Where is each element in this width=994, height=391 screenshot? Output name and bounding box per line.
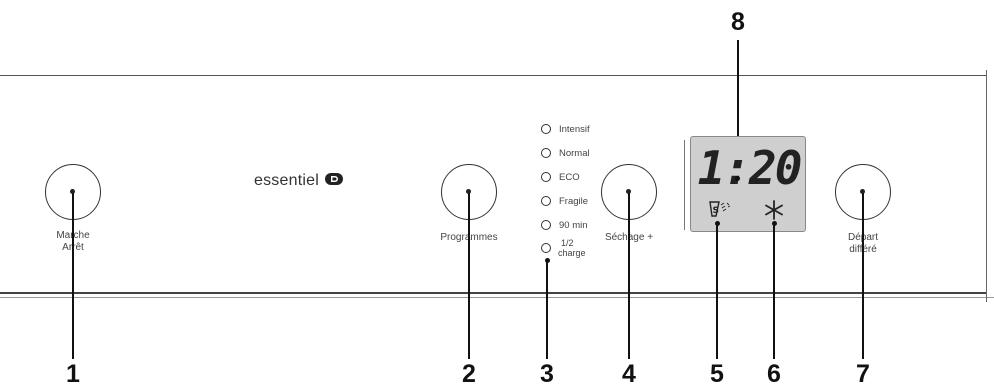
salt-rinse-aid-icon: S [709, 201, 731, 217]
panel-bottom-line [0, 292, 987, 294]
callout-line-7 [862, 193, 864, 359]
callout-number-6: 6 [767, 360, 781, 388]
panel-bottom-line-2 [0, 297, 994, 298]
program-led-half-load [541, 243, 551, 253]
callout-line-1 [72, 193, 74, 359]
power-button-dot-icon [70, 189, 75, 194]
program-label-eco: ECO [559, 172, 580, 183]
program-label-90min: 90 min [559, 220, 588, 231]
delay-start-button-dot-icon [860, 189, 865, 194]
programs-button-dot-icon [466, 189, 471, 194]
display-time: 1:20 [697, 141, 803, 195]
callout-line-6 [773, 223, 775, 359]
snowflake-icon [765, 200, 783, 220]
display-bezel [684, 140, 691, 230]
callout-line-8 [737, 40, 739, 178]
callout-number-7: 7 [856, 360, 870, 388]
program-led-90min [541, 220, 551, 230]
drying-button-dot-icon [626, 189, 631, 194]
panel-top-line [0, 75, 987, 76]
brand-logo-icon [324, 173, 343, 185]
callout-number-4: 4 [622, 360, 636, 388]
program-label-half-load: 1/2 charge [558, 238, 586, 258]
program-led-eco [541, 172, 551, 182]
program-led-normal [541, 148, 551, 158]
brand-logo: essentiel [254, 172, 344, 190]
program-led-intensif [541, 124, 551, 134]
panel-right-edge [986, 70, 987, 302]
program-label-fragile: Fragile [559, 196, 589, 207]
callout-number-2: 2 [462, 360, 476, 388]
callout-number-8: 8 [731, 8, 745, 36]
callout-line-2 [468, 193, 470, 359]
program-label-intensif: Intensif [559, 124, 590, 135]
callout-line-5 [716, 223, 718, 359]
callout-number-5: 5 [710, 360, 724, 388]
svg-text:S: S [713, 206, 719, 216]
callout-line-4 [628, 193, 630, 359]
program-led-fragile [541, 196, 551, 206]
callout-line-3 [546, 260, 548, 359]
callout-number-1: 1 [66, 360, 80, 388]
callout-number-3: 3 [540, 360, 554, 388]
lcd-display: 1:20 S [690, 136, 806, 232]
program-label-normal: Normal [559, 148, 590, 159]
callout-dot-8 [735, 176, 740, 181]
